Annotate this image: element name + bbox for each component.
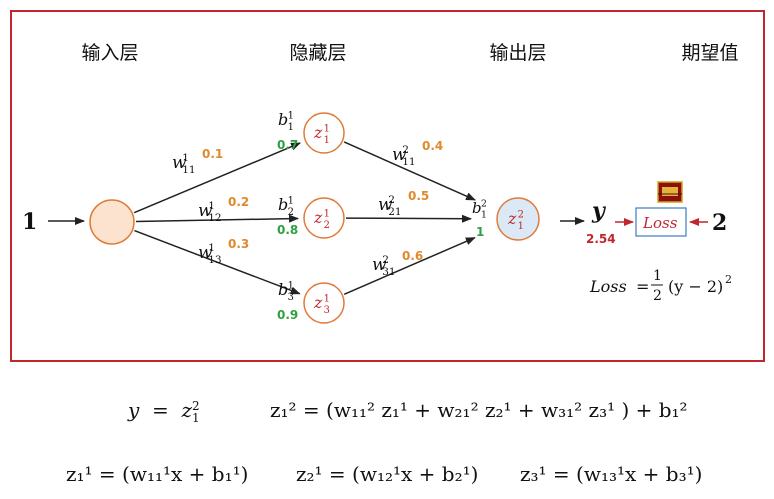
input-value: 1 (22, 209, 37, 235)
weight-value-3: 0.3 (228, 237, 249, 251)
loss-formula-rhs: (y − 2) (668, 277, 723, 296)
output-y-value: 2.54 (586, 232, 616, 246)
weight-value-4: 0.4 (422, 139, 443, 153)
weight-value-6: 0.6 (402, 249, 423, 263)
input-neuron (89, 199, 135, 245)
equation-z11: z₁¹ = (w₁₁¹x + b₁¹) (66, 462, 249, 486)
edge-hidden-output-2 (345, 214, 473, 223)
output-y-label: y (591, 198, 607, 224)
hidden-bias-value-3: 0.9 (277, 308, 298, 322)
edge-input-hidden-3 (134, 229, 301, 295)
output-bias-value: 1 (476, 225, 484, 239)
equation-z2: z₁² = (w₁₁² z₁¹ + w₂₁² z₂¹ + w₃₁² z₃¹ ) … (270, 398, 688, 422)
expected-value: 2 (712, 210, 727, 236)
hidden-neuron-2 (303, 197, 345, 239)
header-hidden-layer: 隐藏层 (289, 42, 347, 64)
loss-frac-den: 2 (653, 288, 662, 304)
loss-box (635, 207, 687, 237)
edge-input-hidden-1 (133, 142, 301, 214)
edge-hidden-output-3 (343, 236, 476, 295)
weight-value-5: 0.5 (408, 189, 429, 203)
weight-value-1: 0.1 (202, 147, 223, 161)
loss-box-label: Loss (642, 214, 678, 232)
header-output-layer: 输出层 (489, 42, 547, 64)
edge-input-hidden-2 (135, 214, 300, 223)
hidden-bias-value-1: 0.7 (277, 138, 298, 152)
hidden-bias-value-2: 0.8 (277, 223, 298, 237)
equation-z21: z₂¹ = (w₁₂¹x + b₂¹) (296, 462, 479, 486)
treasure-icon-inner (662, 187, 678, 196)
edge-hidden-output-1 (343, 141, 476, 201)
weight-value-2: 0.2 (228, 195, 249, 209)
loss-formula-lhs: Loss (589, 277, 627, 296)
equation-z31: z₃¹ = (w₁₃¹x + b₃¹) (520, 462, 703, 486)
hidden-neuron-3 (303, 282, 345, 324)
loss-formula-exp: 2 (725, 273, 732, 286)
header-input-layer: 输入层 (81, 42, 139, 64)
network-frame (10, 10, 765, 362)
loss-formula-equals: = (636, 277, 649, 296)
hidden-neuron-1 (303, 112, 345, 154)
header-expected-value: 期望值 (681, 42, 739, 64)
output-neuron (496, 197, 540, 241)
loss-frac-num: 1 (653, 268, 662, 284)
